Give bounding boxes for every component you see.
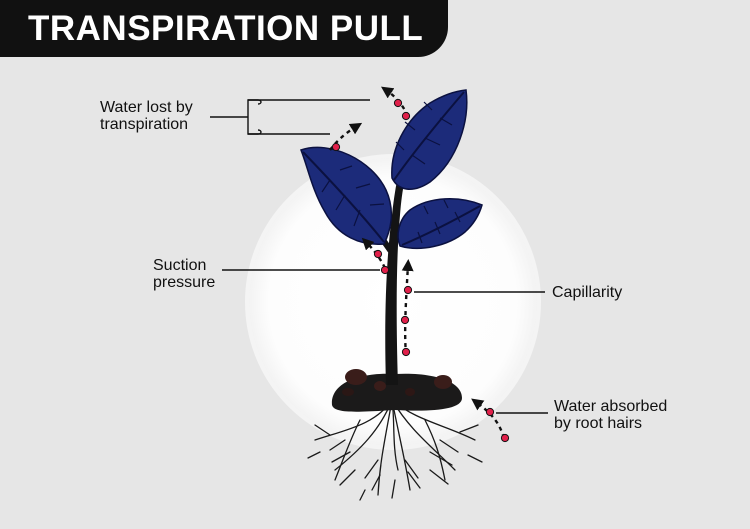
- label-root-absorption: Water absorbed by root hairs: [554, 398, 668, 432]
- label-suction-pressure: Suction pressure: [153, 257, 216, 291]
- title-banner: TRANSPIRATION PULL: [0, 0, 448, 57]
- arrow-transpiration-left: [329, 122, 363, 151]
- leaf-left: [300, 146, 393, 245]
- leaf-right: [397, 198, 483, 250]
- water-droplets: [331, 98, 510, 443]
- plant-stem: [385, 150, 412, 385]
- soil-mound: [331, 369, 462, 412]
- leader-lines: [210, 99, 548, 414]
- label-capillarity: Capillarity: [552, 284, 623, 301]
- page-title: TRANSPIRATION PULL: [28, 9, 424, 48]
- leaf-top: [391, 89, 468, 190]
- label-transpiration: Water lost by transpiration: [100, 99, 193, 133]
- leader-transpiration: [210, 99, 262, 135]
- arrow-capillarity: [401, 259, 414, 356]
